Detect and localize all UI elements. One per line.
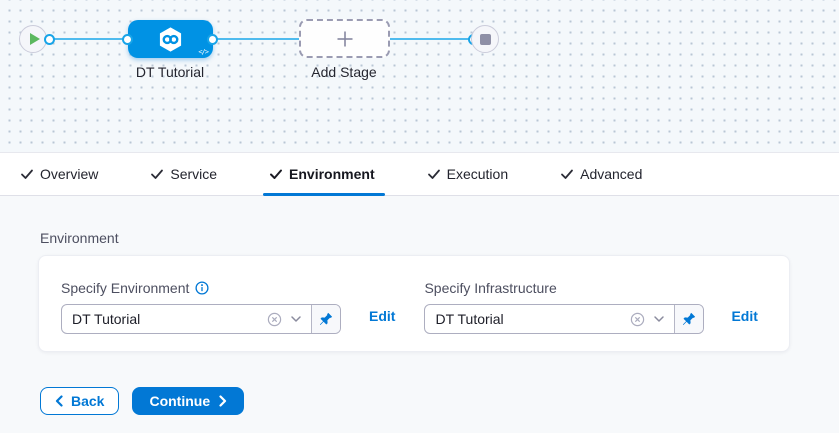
environment-card: Specify Environment DT Tutorial: [38, 255, 790, 352]
connector-port: [122, 33, 133, 45]
chevron-down-icon[interactable]: [653, 315, 665, 323]
tab-environment[interactable]: Environment: [263, 153, 385, 196]
tab-execution[interactable]: Execution: [427, 153, 508, 195]
environment-select-input[interactable]: DT Tutorial: [62, 305, 311, 333]
chevron-left-icon: [55, 395, 63, 407]
continue-button[interactable]: Continue: [132, 387, 245, 415]
tab-label: Environment: [289, 166, 375, 182]
infrastructure-select-input[interactable]: DT Tutorial: [425, 305, 674, 333]
pin-icon: [683, 312, 696, 325]
connector-line: [50, 38, 128, 40]
environment-select: DT Tutorial: [61, 304, 341, 334]
pin-icon: [319, 312, 333, 325]
pipeline-start-node: [19, 25, 47, 53]
info-icon[interactable]: [195, 281, 209, 295]
clear-circle-icon[interactable]: [630, 312, 645, 327]
infrastructure-field: Specify Infrastructure DT Tutorial: [424, 280, 705, 334]
code-icon: </>: [198, 48, 209, 56]
environment-select-value: DT Tutorial: [72, 311, 141, 327]
infrastructure-select: DT Tutorial: [424, 304, 705, 334]
tab-label: Overview: [40, 166, 99, 182]
add-stage-button[interactable]: [299, 19, 390, 58]
edit-infrastructure-link[interactable]: Edit: [731, 308, 758, 324]
environment-field-label: Specify Environment: [61, 280, 190, 296]
environment-tab-panel: Environment Specify Environment DT Tutor…: [0, 196, 839, 433]
pin-button[interactable]: [674, 305, 704, 333]
connector-port: [207, 33, 218, 45]
tab-label: Execution: [446, 166, 509, 182]
environment-field: Specify Environment DT Tutorial: [61, 280, 341, 334]
infrastructure-select-value: DT Tutorial: [435, 311, 504, 327]
connector-port: [44, 33, 55, 45]
chevron-down-icon[interactable]: [290, 315, 302, 323]
pipeline-canvas[interactable]: </> DT Tutorial Add Stage: [0, 0, 839, 152]
check-icon: [427, 169, 440, 179]
tab-label: Service: [170, 166, 218, 182]
tab-overview[interactable]: Overview: [20, 153, 98, 195]
connector-line: [213, 38, 299, 40]
stop-icon: [479, 33, 491, 45]
infrastructure-field-label: Specify Infrastructure: [424, 280, 557, 296]
stage-tabs: Overview Service Environment Execution A…: [0, 152, 839, 196]
back-button-label: Back: [71, 393, 105, 409]
stage-node-dt-tutorial[interactable]: </>: [128, 20, 213, 58]
pipeline-end-node: [471, 25, 499, 53]
back-button[interactable]: Back: [40, 387, 120, 415]
tab-service[interactable]: Service: [150, 153, 217, 195]
section-title: Environment: [40, 230, 119, 246]
chevron-right-icon: [219, 395, 227, 407]
play-icon: [29, 33, 40, 45]
check-icon: [561, 169, 574, 179]
check-icon: [151, 169, 164, 179]
tab-label: Advanced: [580, 166, 643, 182]
cd-stage-icon: [159, 26, 182, 52]
pin-button[interactable]: [311, 305, 340, 333]
stage-name-label: DT Tutorial: [135, 64, 205, 80]
add-stage-label: Add Stage: [311, 64, 377, 80]
continue-button-label: Continue: [149, 393, 211, 409]
tab-advanced[interactable]: Advanced: [560, 153, 642, 195]
check-icon: [270, 169, 283, 179]
clear-circle-icon[interactable]: [267, 312, 282, 327]
edit-environment-link[interactable]: Edit: [369, 308, 396, 324]
check-icon: [21, 169, 33, 179]
plus-icon: [337, 31, 352, 46]
wizard-footer: Back Continue: [40, 387, 839, 415]
connector-line: [390, 38, 474, 40]
